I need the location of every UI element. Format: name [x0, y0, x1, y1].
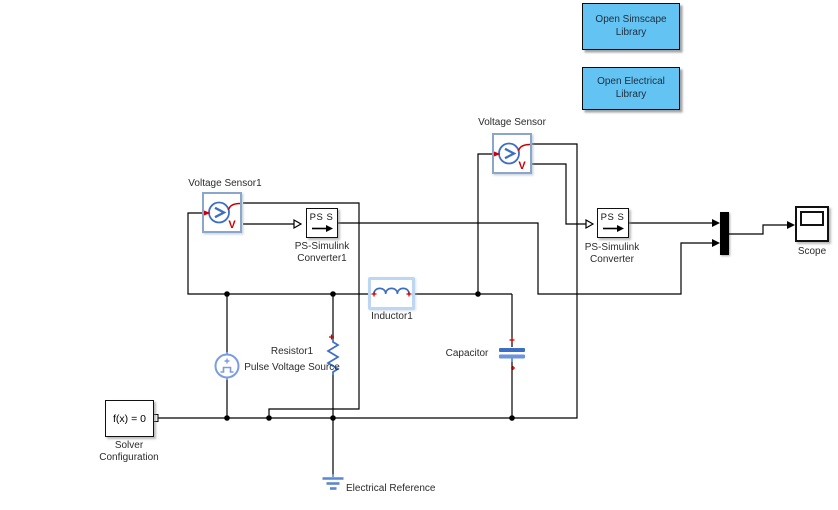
resistor-zigzag-icon[interactable] — [326, 339, 340, 375]
resistor1-label: Resistor1 — [270, 346, 314, 357]
negative-terminal-icon — [511, 366, 515, 370]
voltage-sensor-icon: V — [204, 201, 241, 231]
arrowhead-icon — [787, 221, 795, 229]
wire-converter1-to-mux[interactable] — [338, 222, 713, 295]
inductor1-block[interactable] — [368, 277, 415, 310]
junction-dot — [475, 291, 481, 297]
wire-sensor-negative[interactable] — [477, 153, 492, 294]
voltage-sensor-label: Voltage Sensor — [478, 117, 546, 128]
junction-dot — [224, 291, 230, 297]
inductor1-label: Inductor1 — [371, 311, 413, 322]
solver-output-port — [153, 414, 159, 422]
ps-simulink-converter-label: PS-Simulink Converter — [584, 242, 640, 265]
wire-mux-to-scope[interactable] — [729, 224, 788, 235]
wire-sensor1-positive[interactable] — [243, 202, 360, 418]
voltage-source-circle-icon[interactable] — [214, 353, 240, 379]
resistor1-block[interactable] — [326, 334, 340, 376]
converter-arrowhead-icon — [617, 225, 624, 232]
pulse-voltage-source-label: Pulse Voltage Source — [244, 362, 340, 373]
pulse-voltage-source-block[interactable] — [214, 352, 240, 380]
arrowhead-icon — [712, 239, 720, 247]
solver-configuration-label: Solver Configuration — [99, 440, 159, 463]
arrowhead-icon — [712, 219, 720, 227]
positive-port-hook-icon — [227, 202, 241, 211]
solver-configuration-block[interactable]: f(x) = 0 — [105, 400, 154, 437]
wire-rail-top[interactable] — [187, 212, 512, 295]
capacitor-plate-icon — [499, 354, 525, 359]
negative-port-arrow-icon — [494, 151, 501, 157]
junction-dot — [330, 291, 336, 297]
voltage-sensor1-block[interactable]: V — [202, 192, 242, 233]
scope-block[interactable] — [795, 206, 829, 242]
junction-dot — [330, 415, 336, 421]
ps-simulink-converter1-label: PS-Simulink Converter1 — [294, 241, 350, 264]
capacitor-label: Capacitor — [445, 348, 489, 359]
positive-terminal-icon — [329, 334, 334, 340]
wires-group[interactable] — [158, 143, 788, 475]
ps-simulink-converter-block[interactable]: PS S — [597, 208, 629, 238]
open-electrical-library-label: Open Electrical Library — [597, 76, 665, 100]
ps-converter-icon: PS S — [310, 212, 334, 232]
ps-input-port-icon — [293, 218, 303, 230]
voltage-sensor1-label: Voltage Sensor1 — [188, 178, 262, 189]
open-simscape-library-button[interactable]: Open Simscape Library — [582, 3, 680, 50]
negative-port-arrow-icon — [204, 210, 211, 216]
electrical-reference-block[interactable] — [322, 474, 344, 490]
ps-simulink-converter1-block[interactable]: PS S — [306, 208, 338, 238]
converter-arrowhead-icon — [326, 225, 333, 232]
capacitor-plate-icon — [499, 348, 525, 352]
junction-dots — [224, 291, 515, 421]
ps-converter-body-text: PS S — [310, 212, 334, 223]
electrical-reference-label: Electrical Reference — [346, 483, 436, 494]
inductor-coil-icon — [371, 287, 412, 297]
capacitor-block[interactable] — [499, 337, 525, 371]
sensor-chevron-icon — [504, 147, 517, 160]
wire-sensor-vout[interactable] — [532, 163, 586, 225]
solver-body-text: f(x) = 0 — [113, 412, 146, 425]
pulse-waveform-icon — [220, 366, 234, 373]
plus-sign-icon — [224, 358, 230, 364]
voltage-sensor-icon: V — [494, 142, 531, 172]
voltage-sensor-block[interactable]: V — [492, 133, 532, 174]
open-electrical-library-button[interactable]: Open Electrical Library — [582, 67, 680, 110]
junction-dot — [266, 415, 272, 421]
sensor-v-port-label: V — [518, 160, 526, 172]
wire-rail-bottom[interactable] — [158, 143, 578, 419]
scope-label: Scope — [797, 246, 827, 257]
ps-input-port-icon — [585, 218, 595, 230]
positive-port-hook-icon — [517, 143, 531, 152]
ps-converter-icon: PS S — [601, 212, 625, 232]
mux-block[interactable] — [720, 212, 729, 255]
ps-converter-body-text: PS S — [601, 212, 625, 223]
open-simscape-library-label: Open Simscape Library — [595, 14, 667, 38]
scope-display-icon — [800, 211, 824, 226]
negative-terminal-icon — [406, 291, 412, 297]
sensor-v-port-label: V — [228, 219, 236, 231]
junction-dot — [224, 415, 230, 421]
positive-terminal-icon — [509, 337, 515, 343]
signal-arrowheads — [712, 219, 795, 247]
positive-terminal-icon — [371, 291, 377, 297]
junction-dot — [509, 415, 515, 421]
sensor-chevron-icon — [214, 206, 227, 219]
